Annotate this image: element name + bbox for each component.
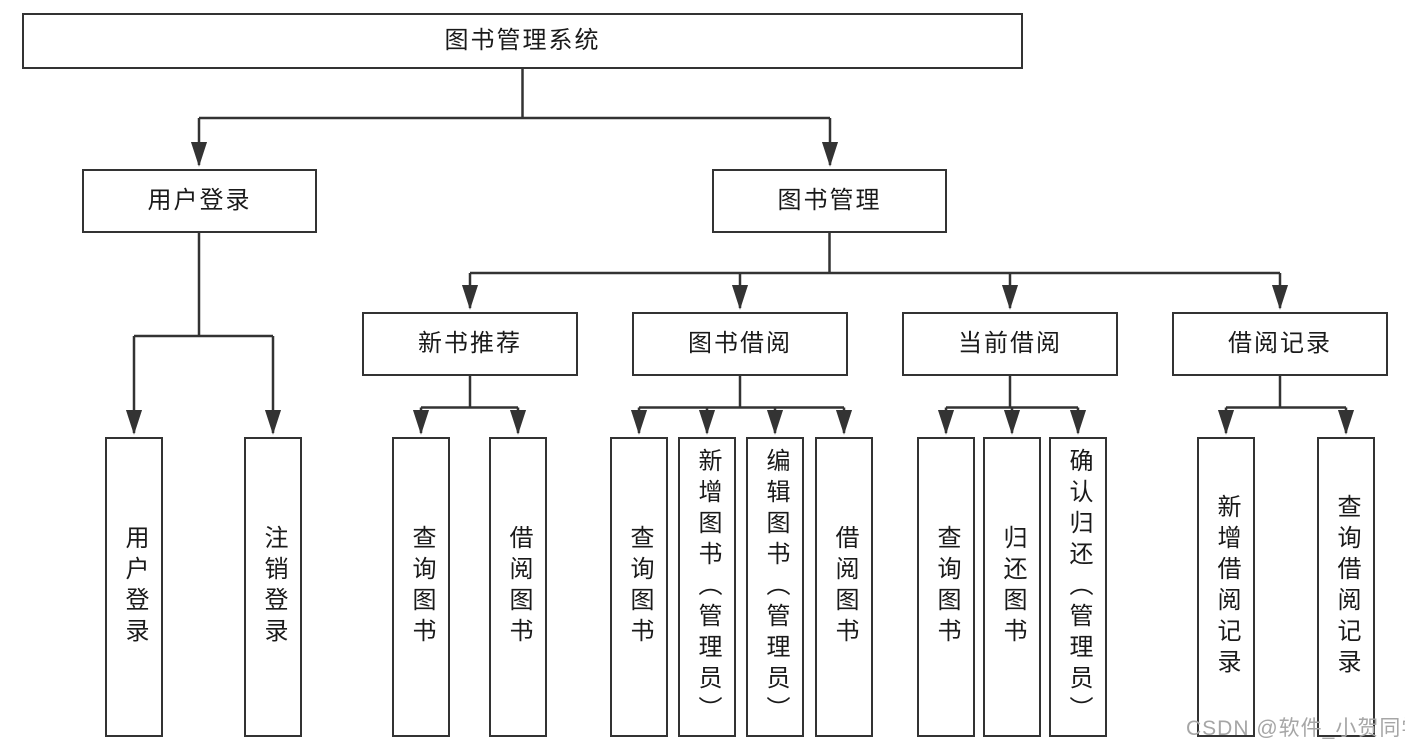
node-new-book-recommend-label: 新书推荐 bbox=[418, 330, 522, 357]
leaf-add-book-admin-label: 新增图书（管理员） bbox=[694, 447, 721, 727]
leaf-confirm-return-admin-label: 确认归还（管理员） bbox=[1065, 447, 1092, 727]
node-book-borrow-label: 图书借阅 bbox=[688, 330, 792, 357]
leaf-confirm-return-admin: 确认归还（管理员） bbox=[1049, 437, 1107, 737]
leaf-recommend-query-book-label: 查询图书 bbox=[408, 525, 435, 649]
node-borrow-records: 借阅记录 bbox=[1172, 312, 1388, 376]
node-book-management-label: 图书管理 bbox=[777, 187, 882, 214]
leaf-user-login: 用户登录 bbox=[105, 437, 163, 737]
leaf-borrow-book: 借阅图书 bbox=[815, 437, 873, 737]
node-book-management: 图书管理 bbox=[712, 169, 947, 233]
leaf-edit-book-admin: 编辑图书（管理员） bbox=[746, 437, 804, 737]
node-borrow-records-label: 借阅记录 bbox=[1228, 330, 1332, 357]
leaf-current-query-book: 查询图书 bbox=[917, 437, 975, 737]
node-user-login: 用户登录 bbox=[82, 169, 317, 233]
leaf-borrow-query-book-label: 查询图书 bbox=[626, 525, 653, 649]
leaf-query-borrow-record-label: 查询借阅记录 bbox=[1333, 494, 1360, 680]
leaf-user-login-label: 用户登录 bbox=[121, 525, 148, 649]
leaf-add-borrow-record: 新增借阅记录 bbox=[1197, 437, 1255, 737]
leaf-return-book: 归还图书 bbox=[983, 437, 1041, 737]
leaf-return-book-label: 归还图书 bbox=[999, 525, 1026, 649]
node-current-borrow: 当前借阅 bbox=[902, 312, 1118, 376]
leaf-recommend-borrow-book: 借阅图书 bbox=[489, 437, 547, 737]
leaf-add-borrow-record-label: 新增借阅记录 bbox=[1213, 494, 1240, 680]
leaf-borrow-book-label: 借阅图书 bbox=[831, 525, 858, 649]
node-new-book-recommend: 新书推荐 bbox=[362, 312, 578, 376]
leaf-add-book-admin: 新增图书（管理员） bbox=[678, 437, 736, 737]
leaf-borrow-query-book: 查询图书 bbox=[610, 437, 668, 737]
leaf-edit-book-admin-label: 编辑图书（管理员） bbox=[762, 447, 789, 727]
leaf-recommend-borrow-book-label: 借阅图书 bbox=[505, 525, 532, 649]
leaf-current-query-book-label: 查询图书 bbox=[933, 525, 960, 649]
csdn-watermark: CSDN @软件_小贺同学 bbox=[1186, 717, 1405, 740]
node-user-login-label: 用户登录 bbox=[147, 187, 252, 214]
leaf-query-borrow-record: 查询借阅记录 bbox=[1317, 437, 1375, 737]
node-current-borrow-label: 当前借阅 bbox=[958, 330, 1062, 357]
leaf-logout: 注销登录 bbox=[244, 437, 302, 737]
node-root-system-label: 图书管理系统 bbox=[444, 27, 601, 54]
node-root-system: 图书管理系统 bbox=[22, 13, 1023, 69]
leaf-recommend-query-book: 查询图书 bbox=[392, 437, 450, 737]
leaf-logout-label: 注销登录 bbox=[260, 525, 287, 649]
node-book-borrow: 图书借阅 bbox=[632, 312, 848, 376]
